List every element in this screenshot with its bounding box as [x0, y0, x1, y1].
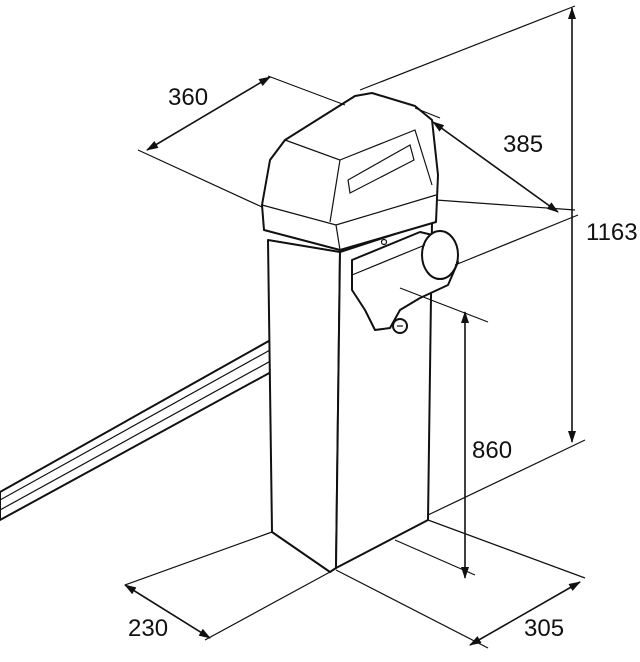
dimension-385: 385	[414, 107, 576, 213]
cabinet	[261, 92, 439, 573]
label-305: 305	[524, 615, 564, 642]
label-230: 230	[128, 615, 168, 642]
label-860: 860	[472, 437, 512, 464]
cap-handle	[347, 144, 415, 194]
arm-bracket	[351, 230, 459, 334]
label-360: 360	[168, 84, 208, 111]
label-1163: 1163	[586, 219, 638, 246]
dimension-360: 360	[137, 75, 346, 208]
dimension-230: 230	[124, 531, 331, 642]
dimension-1163: 1163	[359, 5, 638, 516]
label-385: 385	[503, 131, 543, 158]
dimension-305: 305	[335, 519, 586, 649]
